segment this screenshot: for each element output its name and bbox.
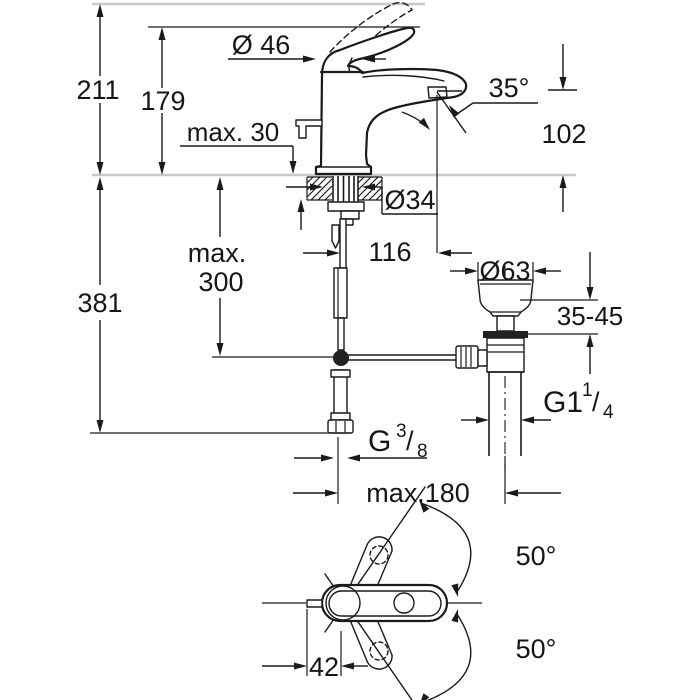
dim-deck-thickness: max. 30 — [180, 117, 305, 230]
dim-waste-thread: G1 1 / 4 — [461, 380, 614, 424]
raised-lever-dashed-line — [346, 9, 413, 64]
below-deck-assembly — [327, 176, 473, 434]
dim-spout-angle-label: 35° — [489, 73, 530, 103]
rod-clamp-nut — [455, 345, 488, 369]
drain-assembly — [455, 266, 534, 470]
dim-hose-length: max. 300 — [188, 177, 334, 358]
drain-flange — [477, 279, 534, 317]
dim-supply-thread-label: G 3 / 8 — [368, 421, 428, 462]
ball-joint — [333, 350, 349, 366]
dim-waste-clamp-range: 35-45 — [520, 252, 623, 374]
supply-nut-g38 — [327, 419, 354, 434]
dim-total-height-label: 211 — [76, 75, 119, 105]
dim-supply-span-label: max.180 — [366, 478, 470, 508]
drain-seal-ring — [483, 331, 528, 338]
dim-supply-thread: G 3 / 8 — [294, 421, 428, 462]
horizontal-linkage-rod — [348, 354, 473, 361]
mounting-washer — [340, 210, 360, 220]
handle-dome-circle — [325, 585, 361, 621]
dim-handle-height: 179 — [140, 26, 420, 175]
handle-button-circle — [393, 592, 415, 614]
hose-collar-top — [330, 369, 351, 378]
swivel-arc-lower — [426, 613, 472, 700]
swivel-arc-upper — [420, 502, 472, 593]
raised-lever-tip-dashed — [392, 1, 413, 11]
dim-spout-height: 102 — [541, 44, 587, 212]
pull-rod — [339, 218, 347, 269]
dim-swivel-upper-label: 50° — [516, 541, 557, 571]
mounting-nut — [327, 201, 365, 212]
hose-collar-bottom — [330, 412, 351, 421]
dim-spout-angle: 35° — [401, 73, 538, 134]
dim-handle-diameter-label: Ø 46 — [232, 30, 291, 60]
dim-supply-height-label: 381 — [77, 288, 122, 318]
pull-rod-lower — [337, 317, 345, 351]
dim-total-height: 211 — [76, 4, 120, 175]
dimensions: 211 179 Ø 46 max. 30 — [76, 4, 623, 682]
dim-spout-reach-label: 116 — [368, 237, 411, 267]
dim-waste-thread-label: G1 1 / 4 — [543, 380, 614, 423]
handle-top-view — [262, 486, 482, 700]
dim-waste-diameter: Ø63 — [450, 256, 561, 286]
lever-neck-line — [348, 57, 353, 73]
dim-hose-length-label-2: 300 — [198, 267, 243, 297]
dim-hole-diameter: Ø34 — [286, 183, 438, 215]
threaded-shank — [332, 176, 359, 202]
handle-position-upper — [349, 536, 393, 590]
faucet-body — [314, 26, 468, 176]
dim-handle-diameter: Ø 46 — [228, 30, 386, 63]
dim-supply-span: max.180 — [293, 437, 561, 508]
handle-capsule-inner — [328, 590, 442, 617]
dim-spout-height-label: 102 — [541, 119, 586, 149]
dim-waste-diameter-label: Ø63 — [479, 256, 530, 286]
faucet-side-view — [295, 1, 468, 176]
dim-spout-reach: 116 — [303, 95, 472, 267]
spout-inner-line — [362, 74, 445, 82]
supply-pipe-break — [331, 224, 340, 249]
dim-swivel-lower-label: 50° — [516, 634, 557, 664]
pull-rod-strap — [333, 267, 348, 319]
dim-supply-height: 381 — [77, 177, 350, 434]
raised-lever-dashed-line — [329, 3, 394, 53]
drain-neck — [496, 315, 515, 332]
dim-hole-diameter-label: Ø34 — [384, 185, 435, 215]
handle-position-lower — [349, 616, 393, 670]
dim-handle-offset-label: 42 — [309, 652, 339, 682]
drain-tailpipe — [487, 371, 524, 456]
dim-hose-length-label-1: max. — [188, 238, 247, 268]
handle-end-hidden-circle — [369, 545, 389, 565]
spout-stub — [306, 599, 323, 608]
dim-deck-thickness-label: max. 30 — [187, 117, 280, 147]
dim-waste-clamp-label: 35-45 — [557, 301, 624, 331]
dim-handle-offset: 42 — [262, 609, 368, 682]
handle-end-hidden-circle — [369, 641, 389, 661]
drain-body — [486, 337, 525, 373]
pull-rod-knob — [295, 119, 323, 139]
dim-handle-height-label: 179 — [140, 86, 185, 116]
